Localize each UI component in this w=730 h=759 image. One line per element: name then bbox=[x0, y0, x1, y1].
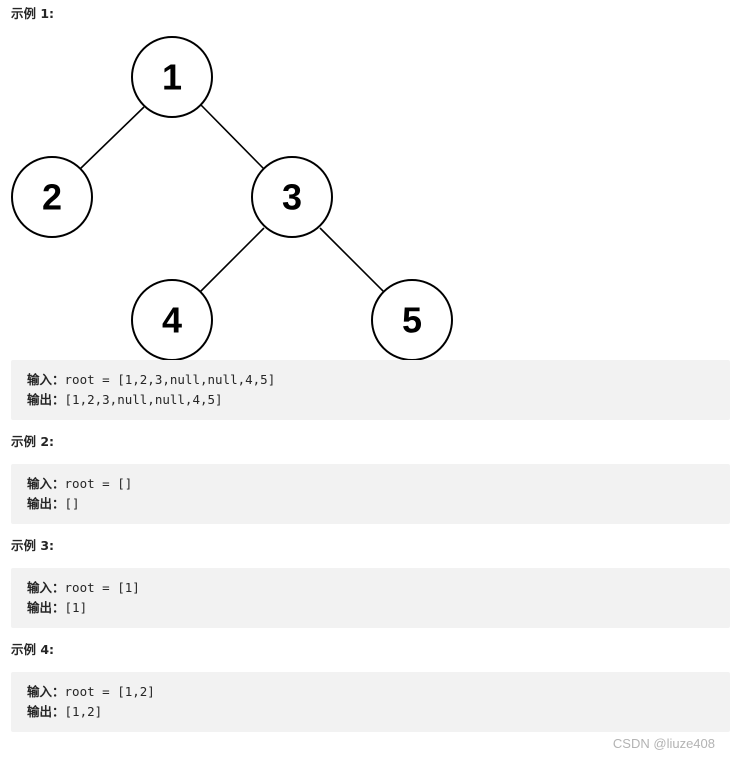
binary-tree-diagram: 1 2 3 4 5 bbox=[11, 36, 453, 361]
output-value: [1,2,3,null,null,4,5] bbox=[64, 392, 223, 407]
input-value: root = [1,2,3,null,null,4,5] bbox=[64, 372, 276, 387]
example-3-heading: 示例 3: bbox=[11, 538, 55, 553]
edge-1-3 bbox=[200, 104, 265, 170]
example-1-heading: 示例 1: bbox=[11, 6, 55, 21]
input-value: root = [1,2] bbox=[64, 684, 155, 699]
example-1-input-line: 输入：root = [1,2,3,null,null,4,5] bbox=[27, 370, 730, 390]
tree-node-2: 2 bbox=[11, 156, 93, 238]
input-value: root = [1] bbox=[64, 580, 140, 595]
input-label: 输入： bbox=[27, 372, 65, 387]
input-label: 输入： bbox=[27, 580, 65, 595]
input-label: 输入： bbox=[27, 476, 65, 491]
tree-node-1: 1 bbox=[131, 36, 213, 118]
example-4-output-line: 输出：[1,2] bbox=[27, 702, 730, 722]
output-label: 输出： bbox=[27, 392, 65, 407]
example-1-code-block: 输入：root = [1,2,3,null,null,4,5] 输出：[1,2,… bbox=[11, 360, 730, 420]
tree-node-5: 5 bbox=[371, 279, 453, 361]
edge-3-5 bbox=[319, 227, 385, 293]
edge-1-2 bbox=[79, 106, 145, 170]
tree-node-3-label: 3 bbox=[282, 177, 302, 218]
output-value: [] bbox=[64, 496, 80, 511]
output-value: [1] bbox=[64, 600, 88, 615]
example-4-input-line: 输入：root = [1,2] bbox=[27, 682, 730, 702]
example-4-code-block: 输入：root = [1,2] 输出：[1,2] bbox=[11, 672, 730, 732]
output-label: 输出： bbox=[27, 496, 65, 511]
csdn-watermark: CSDN @liuze408 bbox=[612, 736, 715, 751]
example-2-output-line: 输出：[] bbox=[27, 494, 730, 514]
example-3-code-block: 输入：root = [1] 输出：[1] bbox=[11, 568, 730, 628]
tree-node-2-label: 2 bbox=[42, 177, 62, 218]
example-2-code-block: 输入：root = [] 输出：[] bbox=[11, 464, 730, 524]
example-2-input-line: 输入：root = [] bbox=[27, 474, 730, 494]
example-1-output-line: 输出：[1,2,3,null,null,4,5] bbox=[27, 390, 730, 410]
example-2-heading: 示例 2: bbox=[11, 434, 55, 449]
tree-node-4: 4 bbox=[131, 279, 213, 361]
tree-node-4-label: 4 bbox=[162, 300, 182, 341]
output-label: 输出： bbox=[27, 704, 65, 719]
input-label: 输入： bbox=[27, 684, 65, 699]
example-3-output-line: 输出：[1] bbox=[27, 598, 730, 618]
example-4-heading: 示例 4: bbox=[11, 642, 55, 657]
tree-node-5-label: 5 bbox=[402, 300, 422, 341]
example-3-input-line: 输入：root = [1] bbox=[27, 578, 730, 598]
input-value: root = [] bbox=[64, 476, 133, 491]
output-label: 输出： bbox=[27, 600, 65, 615]
tree-node-3: 3 bbox=[251, 156, 333, 238]
output-value: [1,2] bbox=[64, 704, 103, 719]
tree-node-1-label: 1 bbox=[162, 57, 182, 98]
edge-3-4 bbox=[199, 227, 265, 293]
